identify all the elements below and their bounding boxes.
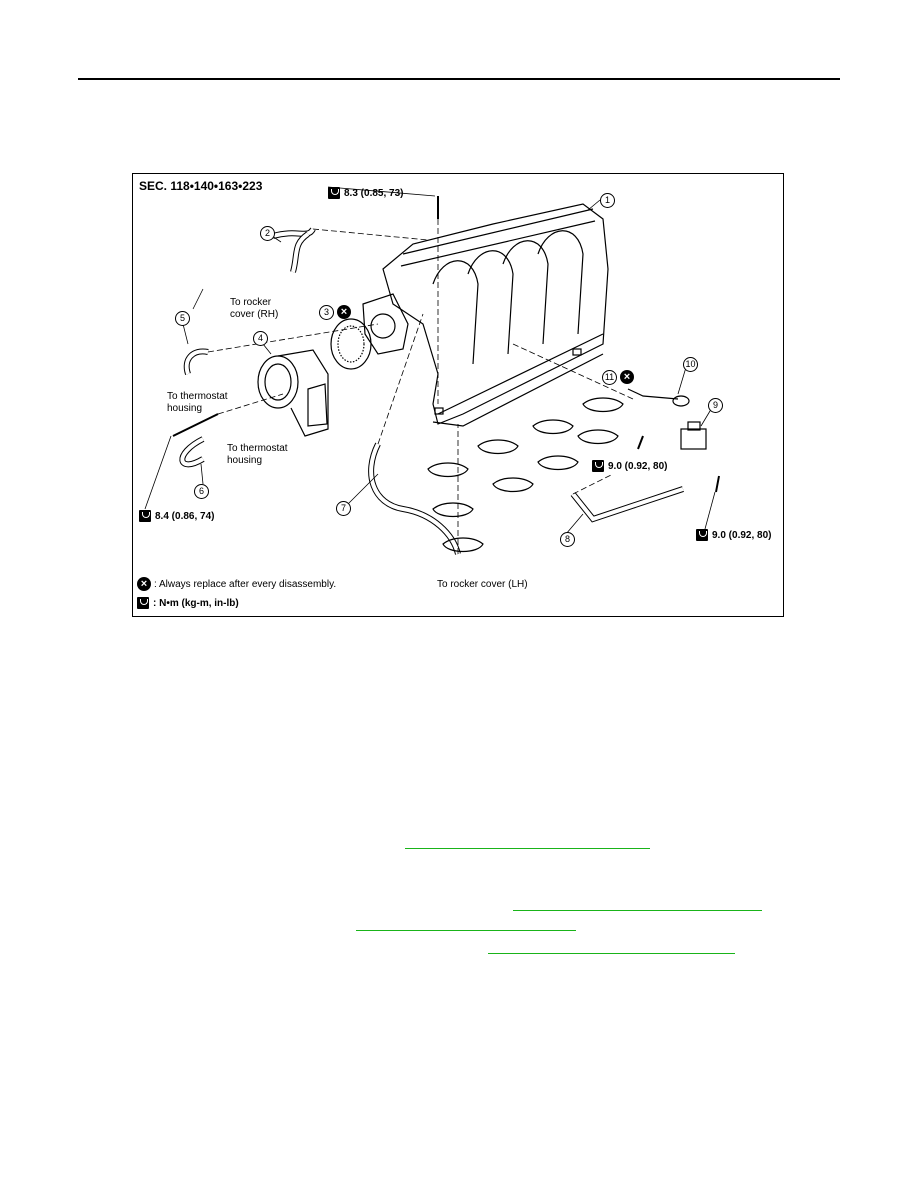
torque-wrench-icon — [328, 187, 340, 199]
callout-4: 4 — [253, 331, 268, 346]
callout-2: 2 — [260, 226, 275, 241]
diagram-drawing — [144, 186, 720, 555]
torque-value-4: 9.0 (0.92, 80) — [696, 529, 771, 541]
torque-wrench-icon — [137, 597, 149, 609]
callout-6: 6 — [194, 484, 209, 499]
callout-5: 5 — [175, 311, 190, 326]
reference-link-1[interactable] — [405, 848, 650, 849]
label-to-rocker-lh: To rocker cover (LH) — [437, 579, 528, 590]
label-to-thermostat-1: To thermostat housing — [167, 391, 228, 414]
torque-value-3: 9.0 (0.92, 80) — [592, 460, 667, 472]
x-circle-icon: × — [620, 370, 634, 384]
section-label: SEC. 118•140•163•223 — [139, 179, 263, 193]
legend-replace: × : Always replace after every disassemb… — [137, 577, 336, 591]
torque-wrench-icon — [139, 510, 151, 522]
callout-10: 10 — [683, 357, 698, 372]
header-rule — [78, 78, 840, 80]
reference-link-3[interactable] — [356, 930, 576, 931]
callout-1: 1 — [600, 193, 615, 208]
torque-wrench-icon — [696, 529, 708, 541]
torque-value-1: 8.3 (0.85, 73) — [328, 187, 403, 199]
legend-units: : N•m (kg-m, in-lb) — [137, 597, 239, 609]
x-circle-icon: × — [337, 305, 351, 319]
callout-11: 11 — [602, 370, 617, 385]
torque-value-2: 8.4 (0.86, 74) — [139, 510, 214, 522]
torque-wrench-icon — [592, 460, 604, 472]
reference-link-4[interactable] — [488, 953, 735, 954]
label-to-rocker-rh: To rocker cover (RH) — [230, 297, 279, 320]
manifold-body — [382, 203, 609, 425]
intake-manifold-diagram: SEC. 118•140•163•223 1 2 3 4 5 6 7 8 9 1… — [132, 173, 784, 617]
callout-3: 3 — [319, 305, 334, 320]
callout-7: 7 — [336, 501, 351, 516]
label-to-thermostat-2: To thermostat housing — [227, 443, 288, 466]
x-circle-icon: × — [137, 577, 151, 591]
callout-9: 9 — [708, 398, 723, 413]
reference-link-2[interactable] — [513, 910, 762, 911]
callout-8: 8 — [560, 532, 575, 547]
